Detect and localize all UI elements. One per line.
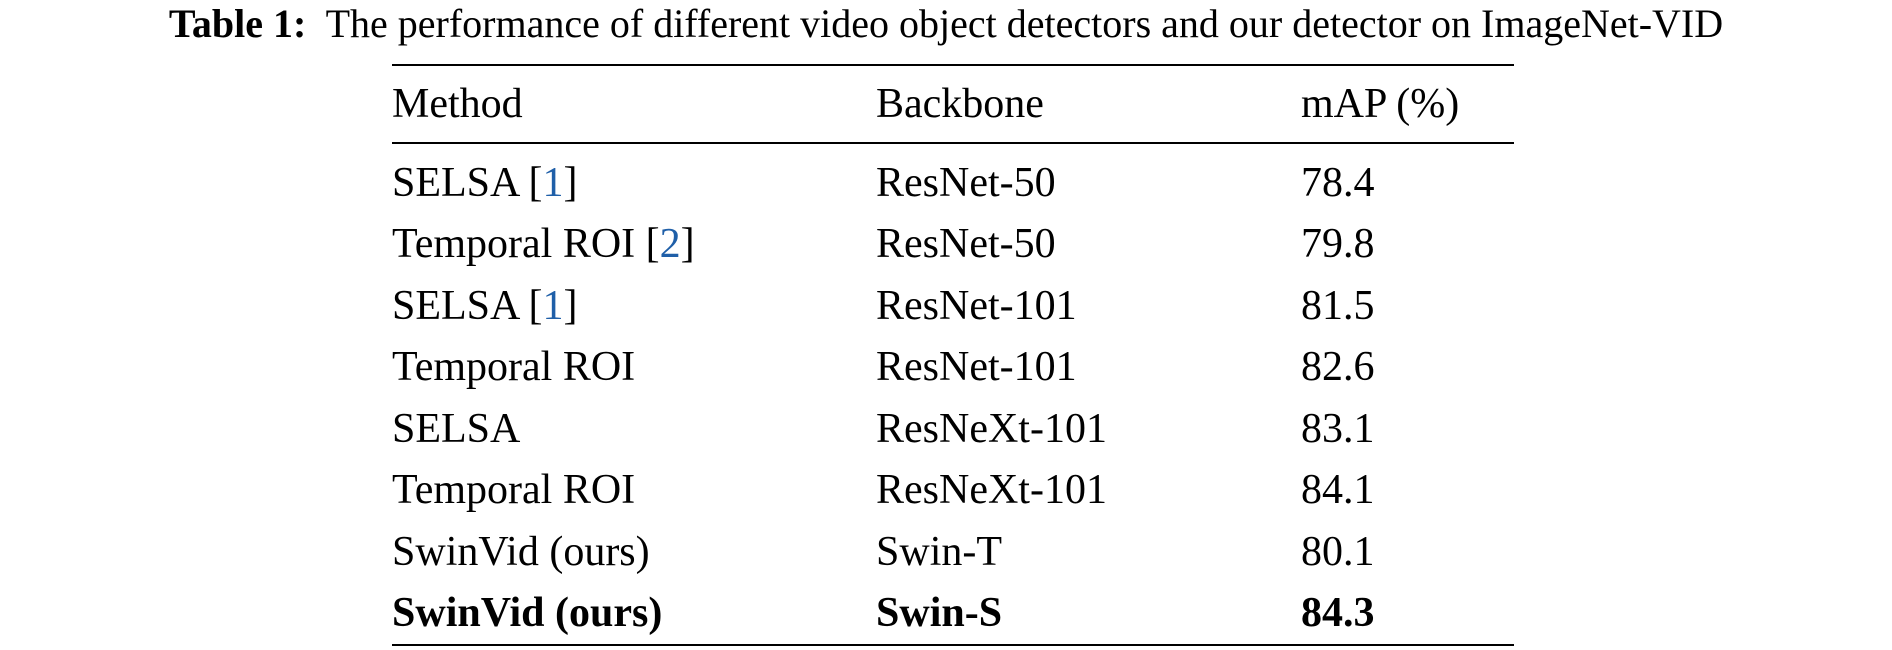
backbone-cell: ResNeXt-101 — [876, 405, 1107, 452]
method-cell: SELSA [1] — [392, 282, 578, 329]
header-method: Method — [392, 81, 523, 127]
method-cell: SELSA — [392, 405, 521, 452]
method-name: Temporal ROI — [392, 221, 636, 268]
method-cell: SwinVid (ours) — [392, 590, 663, 637]
backbone-cell: ResNet-50 — [876, 159, 1056, 206]
table-row: Temporal ROI [2] ResNet-50 79.8 — [392, 214, 1514, 276]
method-name: SELSA — [392, 159, 519, 206]
backbone-cell: Swin-S — [876, 590, 1003, 637]
backbone-cell: ResNet-50 — [876, 221, 1056, 268]
header-map: mAP (%) — [1301, 81, 1460, 127]
table-caption: Table 1: The performance of different vi… — [0, 0, 1892, 48]
map-cell: 81.5 — [1301, 282, 1375, 329]
caption-text: The performance of different video objec… — [325, 1, 1724, 46]
backbone-cell: ResNet-101 — [876, 282, 1077, 329]
backbone-cell: Swin-T — [876, 528, 1002, 575]
map-cell: 80.1 — [1301, 528, 1375, 575]
backbone-cell: ResNet-101 — [876, 344, 1077, 391]
results-table: Method Backbone mAP (%) SELSA [1] ResNet… — [392, 64, 1514, 646]
map-cell: 78.4 — [1301, 159, 1375, 206]
table-row: Temporal ROI ResNet-101 82.6 — [392, 337, 1514, 399]
map-cell: 84.3 — [1301, 590, 1375, 637]
caption-label: Table 1: — [168, 1, 307, 46]
citation-link[interactable]: 1 — [542, 159, 564, 206]
table-row: Temporal ROI ResNeXt-101 84.1 — [392, 460, 1514, 522]
table-row: SELSA [1] ResNet-50 78.4 — [392, 143, 1514, 214]
results-table-container: Method Backbone mAP (%) SELSA [1] ResNet… — [392, 64, 1514, 646]
citation-link[interactable]: 1 — [542, 282, 564, 329]
method-cell: SELSA [1] — [392, 159, 578, 206]
table-row-best: SwinVid (ours) Swin-S 84.3 — [392, 583, 1514, 645]
header-backbone: Backbone — [876, 81, 1044, 127]
backbone-cell: ResNeXt-101 — [876, 467, 1107, 514]
map-cell: 83.1 — [1301, 405, 1375, 452]
method-cell: Temporal ROI — [392, 467, 636, 514]
map-cell: 79.8 — [1301, 221, 1375, 268]
table-body: SELSA [1] ResNet-50 78.4 Temporal ROI [2… — [392, 143, 1514, 645]
method-cell: Temporal ROI [2] — [392, 221, 695, 268]
map-cell: 84.1 — [1301, 467, 1375, 514]
table-row: SELSA [1] ResNet-101 81.5 — [392, 275, 1514, 337]
table-header: Method Backbone mAP (%) — [392, 65, 1514, 143]
method-name: SELSA — [392, 282, 519, 329]
method-cell: SwinVid (ours) — [392, 528, 650, 575]
header-row: Method Backbone mAP (%) — [392, 65, 1514, 143]
method-cell: Temporal ROI — [392, 344, 636, 391]
table-row: SwinVid (ours) Swin-T 80.1 — [392, 521, 1514, 583]
citation-link[interactable]: 2 — [659, 221, 681, 268]
map-cell: 82.6 — [1301, 344, 1375, 391]
table-row: SELSA ResNeXt-101 83.1 — [392, 398, 1514, 460]
